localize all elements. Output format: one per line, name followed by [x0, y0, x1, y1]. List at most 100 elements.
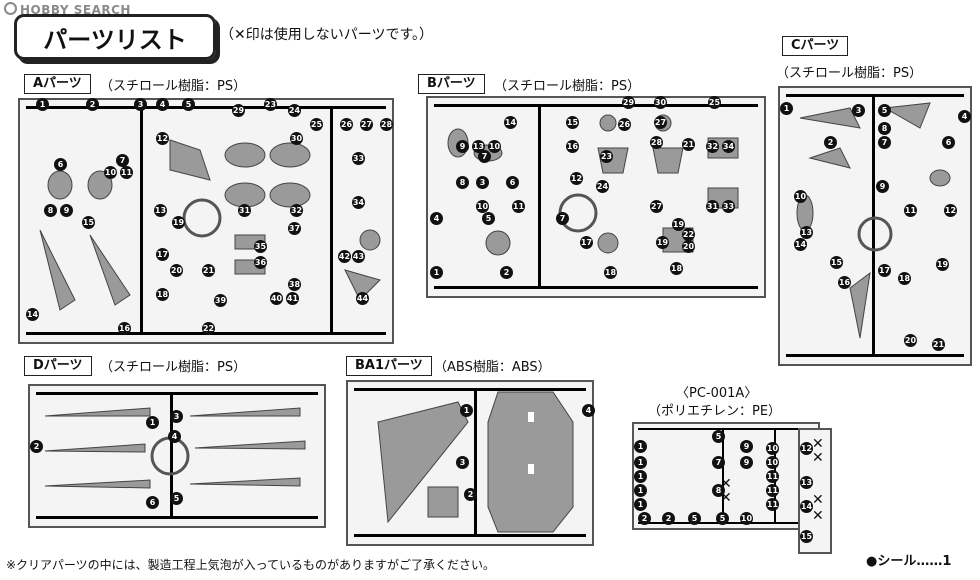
part-number: 17: [156, 248, 169, 261]
part-number: 5: [716, 512, 729, 525]
part-number: 13: [472, 140, 485, 153]
part-number: 15: [830, 256, 843, 269]
part-number: 21: [682, 138, 695, 151]
part-number: 7: [712, 456, 725, 469]
title-note: （✕印は使用しないパーツです。）: [220, 27, 434, 43]
part-number: 7: [556, 212, 569, 225]
part-number: 30: [654, 96, 667, 109]
part-number: 32: [290, 204, 303, 217]
part-number: 15: [82, 216, 95, 229]
unused-mark: ✕: [720, 476, 732, 492]
part-number: 3: [456, 456, 469, 469]
sprue-ba1-parts-drawing: [354, 388, 586, 537]
sprue-c-tag: Cパーツ: [782, 36, 849, 56]
part-number: 10: [766, 456, 779, 469]
part-number: 37: [288, 222, 301, 235]
part-number: 10: [476, 200, 489, 213]
part-number: 25: [708, 96, 721, 109]
part-number: 1: [36, 98, 49, 111]
part-number: 41: [286, 292, 299, 305]
part-number: 42: [338, 250, 351, 263]
part-number: 1: [146, 416, 159, 429]
unused-mark: ✕: [812, 492, 824, 508]
part-number: 6: [506, 176, 519, 189]
sprue-a-parts-drawing: [26, 106, 386, 335]
part-number: 1: [634, 484, 647, 497]
part-number: 10: [104, 166, 117, 179]
part-number: 16: [118, 322, 131, 335]
part-number: 22: [202, 322, 215, 335]
sprue-ba1-frame: [346, 380, 594, 546]
part-number: 3: [476, 176, 489, 189]
sprue-c-frame: [778, 86, 972, 366]
part-number: 1: [634, 498, 647, 511]
part-number: 14: [504, 116, 517, 129]
watermark-logo: HOBBY SEARCH: [4, 2, 131, 17]
sprue-b-tag: Bパーツ: [418, 74, 485, 94]
part-number: 1: [634, 440, 647, 453]
sprue-d-parts-drawing: [36, 392, 318, 519]
part-number: 4: [958, 110, 971, 123]
part-number: 35: [254, 240, 267, 253]
part-number: 7: [116, 154, 129, 167]
part-number: 19: [656, 236, 669, 249]
part-number: 20: [170, 264, 183, 277]
part-number: 4: [168, 430, 181, 443]
part-number: 20: [904, 334, 917, 347]
part-number: 9: [740, 456, 753, 469]
part-number: 1: [634, 470, 647, 483]
sprue-b-parts-drawing: [434, 104, 758, 289]
part-number: 16: [838, 276, 851, 289]
sprue-ba1-material: （ABS樹脂：ABS）: [434, 360, 551, 375]
page-title: パーツリスト: [14, 14, 216, 60]
part-number: 13: [800, 226, 813, 239]
part-number: 15: [566, 116, 579, 129]
part-number: 5: [182, 98, 195, 111]
part-number: 21: [932, 338, 945, 351]
part-number: 22: [682, 228, 695, 241]
part-number: 26: [340, 118, 353, 131]
sprue-d-frame: [28, 384, 326, 528]
seal-count: ●シール……1: [866, 554, 952, 569]
part-number: 19: [172, 216, 185, 229]
part-number: 5: [482, 212, 495, 225]
sprue-ba1-tag: BA1パーツ: [346, 356, 432, 376]
part-number: 9: [876, 180, 889, 193]
part-number: 14: [800, 500, 813, 513]
part-number: 10: [794, 190, 807, 203]
sprue-a-tag: Aパーツ: [24, 74, 91, 94]
part-number: 33: [722, 200, 735, 213]
part-number: 26: [618, 118, 631, 131]
part-number: 2: [500, 266, 513, 279]
unused-mark: ✕: [812, 450, 824, 466]
part-number: 14: [26, 308, 39, 321]
part-number: 2: [30, 440, 43, 453]
part-number: 10: [488, 140, 501, 153]
part-number: 9: [456, 140, 469, 153]
pe-frame: [632, 422, 820, 530]
part-number: 6: [942, 136, 955, 149]
part-number: 39: [214, 294, 227, 307]
part-number: 12: [156, 132, 169, 145]
part-number: 2: [638, 512, 651, 525]
part-number: 21: [202, 264, 215, 277]
part-number: 18: [604, 266, 617, 279]
part-number: 11: [512, 200, 525, 213]
pe-name: 〈PC-001A〉: [676, 386, 758, 401]
sprue-d-tag: Dパーツ: [24, 356, 92, 376]
part-number: 8: [878, 122, 891, 135]
sprue-b-frame: [426, 96, 766, 298]
part-number: 17: [580, 236, 593, 249]
part-number: 29: [622, 96, 635, 109]
part-number: 11: [766, 470, 779, 483]
part-number: 23: [600, 150, 613, 163]
part-number: 27: [360, 118, 373, 131]
part-number: 20: [682, 240, 695, 253]
part-number: 10: [740, 512, 753, 525]
part-number: 5: [688, 512, 701, 525]
part-number: 12: [570, 172, 583, 185]
part-number: 2: [464, 488, 477, 501]
part-number: 8: [44, 204, 57, 217]
part-number: 28: [380, 118, 393, 131]
sprue-c-parts-drawing: [786, 94, 964, 357]
